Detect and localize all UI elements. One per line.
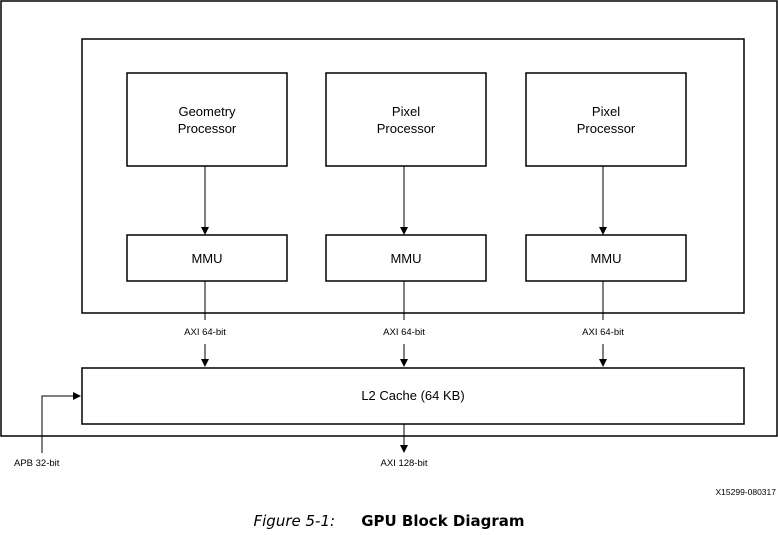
figure-number: Figure 5-1:: [253, 512, 336, 530]
mmu-block-1: MMU: [126, 234, 288, 282]
figure-id: X15299-080317: [715, 487, 776, 497]
geometry-processor-block: Geometry Processor: [126, 72, 288, 167]
processor-label-line2: Processor: [377, 121, 436, 136]
axi-128-label: AXI 128-bit: [381, 458, 428, 469]
pixel-processor-block-1: Pixel Processor: [325, 72, 487, 167]
l2-cache-label: L2 Cache (64 KB): [361, 388, 464, 403]
axi-64-label: AXI 64-bit: [184, 327, 226, 338]
processor-label-line2: Processor: [178, 121, 237, 136]
axi-64-label: AXI 64-bit: [383, 327, 425, 338]
apb-input-arrow: [41, 392, 81, 453]
pixel-processor-block-2: Pixel Processor: [525, 72, 687, 167]
mmu-label: MMU: [390, 251, 421, 266]
axi-64-label: AXI 64-bit: [582, 327, 624, 338]
processor-cluster-boundary: [81, 38, 745, 314]
processor-label-line1: Geometry: [178, 104, 236, 119]
figure-caption: Figure 5-1: GPU Block Diagram: [0, 512, 778, 530]
gpu-outer-boundary: [0, 0, 778, 437]
mmu-label: MMU: [590, 251, 621, 266]
processor-label-line2: Processor: [577, 121, 636, 136]
apb-label: APB 32-bit: [14, 458, 60, 469]
figure-title: GPU Block Diagram: [361, 512, 525, 530]
mmu-label: MMU: [191, 251, 222, 266]
processor-label-line1: Pixel: [592, 104, 620, 119]
mmu-block-2: MMU: [325, 234, 487, 282]
l2-cache-block: L2 Cache (64 KB): [81, 367, 745, 425]
mmu-block-3: MMU: [525, 234, 687, 282]
processor-label-line1: Pixel: [392, 104, 420, 119]
